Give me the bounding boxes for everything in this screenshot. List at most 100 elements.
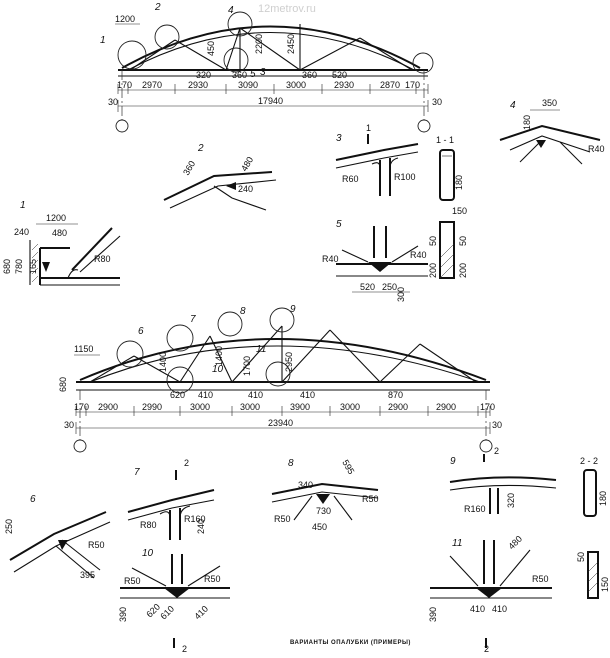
dim-450: 450 (206, 41, 216, 56)
bdim-0: 170 (117, 80, 132, 90)
svg-text:50: 50 (428, 236, 438, 246)
svg-text:3000: 3000 (190, 402, 210, 412)
svg-text:240: 240 (14, 227, 29, 237)
svg-text:8: 8 (288, 458, 294, 469)
bdim-4: 3000 (286, 80, 306, 90)
svg-text:2: 2 (484, 644, 489, 654)
svg-text:320: 320 (506, 493, 516, 508)
svg-text:2: 2 (494, 446, 499, 456)
svg-text:2 - 2: 2 - 2 (580, 456, 598, 466)
callout-7: 7 (190, 314, 196, 325)
svg-text:480: 480 (239, 155, 255, 173)
bdim-6: 2870 (380, 80, 400, 90)
svg-text:30: 30 (64, 420, 74, 430)
figure-caption: ВАРИАНТЫ ОПАЛУБКИ (ПРИМЕРЫ) (290, 640, 411, 646)
svg-text:5: 5 (336, 219, 342, 230)
svg-text:R50: R50 (204, 574, 221, 584)
dim-520: 520 (332, 70, 347, 80)
svg-text:730: 730 (316, 506, 331, 516)
watermark: 12metrov.ru (258, 3, 316, 15)
bdim-2: 2930 (188, 80, 208, 90)
svg-text:200: 200 (458, 263, 468, 278)
svg-text:350: 350 (542, 98, 557, 108)
dim-2200: 2200 (254, 34, 264, 54)
svg-text:240: 240 (238, 184, 253, 194)
svg-text:6: 6 (30, 494, 36, 505)
svg-text:R40: R40 (322, 254, 339, 264)
section-2-2: 2 - 2 180 50 150 (576, 456, 610, 599)
callout-6: 6 (138, 326, 144, 337)
callout-9: 9 (290, 304, 296, 315)
svg-text:165: 165 (28, 259, 38, 274)
svg-text:2900: 2900 (388, 402, 408, 412)
svg-text:170: 170 (480, 402, 495, 412)
svg-text:480: 480 (52, 228, 67, 238)
callout-1: 1 (100, 35, 106, 46)
svg-text:2: 2 (197, 143, 204, 154)
svg-text:R60: R60 (342, 174, 359, 184)
svg-text:410: 410 (470, 604, 485, 614)
svg-text:R50: R50 (88, 540, 105, 550)
svg-text:50: 50 (576, 552, 586, 562)
support-mark-right: 30 (432, 97, 442, 107)
svg-text:360: 360 (181, 159, 197, 177)
detail-1: 1 1200 240 480 680 780 165 R80 (2, 200, 121, 286)
svg-text:520: 520 (360, 282, 375, 292)
support-mark-left: 30 (108, 97, 118, 107)
svg-text:11: 11 (452, 538, 462, 549)
dim-320: 320 (196, 70, 211, 80)
dim-1150: 1150 (74, 344, 93, 354)
dim-1200: 1200 (115, 14, 135, 24)
svg-text:1400: 1400 (158, 352, 168, 372)
svg-text:1400: 1400 (214, 346, 224, 366)
svg-text:480: 480 (506, 534, 524, 552)
detail-11: 11 480 R50 390 410 410 2 (428, 534, 552, 654)
svg-text:390: 390 (118, 607, 128, 622)
svg-text:410: 410 (192, 604, 210, 622)
detail-7: 7 2 R80 R160 240 (127, 458, 215, 540)
svg-text:1 - 1: 1 - 1 (436, 135, 454, 145)
callout-2: 2 (154, 2, 161, 13)
svg-text:410: 410 (300, 390, 315, 400)
svg-text:390: 390 (428, 607, 438, 622)
svg-text:R50: R50 (274, 514, 291, 524)
svg-text:3000: 3000 (240, 402, 260, 412)
truss-1: 1 2 3 4 5 1200 450 2200 2450 320 360 360… (100, 2, 442, 133)
svg-text:410: 410 (198, 390, 213, 400)
svg-text:R40: R40 (588, 144, 605, 154)
svg-text:250: 250 (382, 282, 397, 292)
svg-text:340: 340 (298, 480, 313, 490)
svg-text:2: 2 (182, 644, 187, 654)
svg-text:2: 2 (184, 458, 189, 468)
svg-text:R160: R160 (464, 504, 486, 514)
callout-8: 8 (240, 306, 246, 317)
dim-360b: 360 (302, 70, 317, 80)
svg-text:R100: R100 (394, 172, 416, 182)
dim-680: 680 (58, 377, 68, 392)
svg-text:R50: R50 (124, 576, 141, 586)
svg-text:610: 610 (158, 604, 176, 622)
svg-text:R40: R40 (410, 250, 427, 260)
svg-text:1: 1 (20, 200, 26, 211)
svg-text:R50: R50 (532, 574, 549, 584)
svg-text:2900: 2900 (98, 402, 118, 412)
svg-text:2990: 2990 (142, 402, 162, 412)
svg-text:240: 240 (196, 519, 206, 534)
callout-11: 11 (256, 344, 266, 355)
svg-text:R160: R160 (184, 514, 206, 524)
detail-8: 8 595 340 730 450 R50 R50 (271, 458, 379, 532)
svg-text:680: 680 (2, 259, 12, 274)
svg-text:9: 9 (450, 456, 456, 467)
svg-text:50: 50 (458, 236, 468, 246)
detail-4: 4 350 180 R40 (499, 98, 605, 165)
svg-text:870: 870 (388, 390, 403, 400)
callout-10: 10 (212, 364, 224, 375)
svg-text:3900: 3900 (290, 402, 310, 412)
svg-text:R50: R50 (362, 494, 379, 504)
svg-text:R80: R80 (94, 254, 111, 264)
svg-text:200: 200 (428, 263, 438, 278)
svg-text:450: 450 (312, 522, 327, 532)
callout-5: 5 (250, 69, 256, 80)
dim-2450: 2450 (286, 34, 296, 54)
